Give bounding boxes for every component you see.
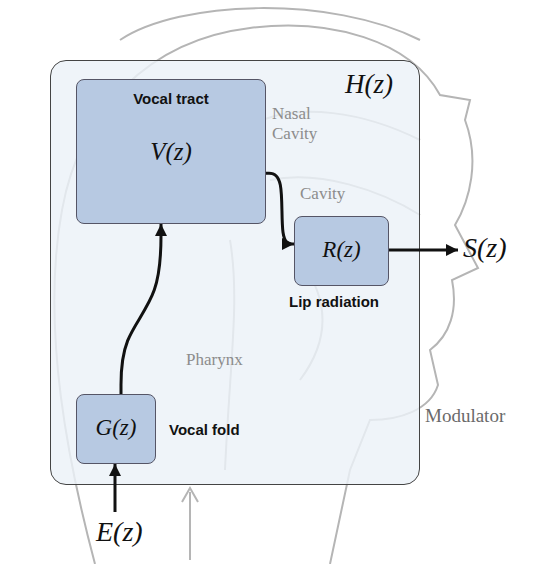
input-arrow (114, 464, 117, 512)
box-caption: Vocal fold (169, 421, 240, 438)
connector-arrow (266, 173, 294, 244)
signal-name: E(z) (96, 516, 143, 548)
airflow-head (182, 488, 198, 502)
process-box: R(z)Lip radiation (294, 216, 389, 286)
anatomy-label: Cavity (300, 184, 345, 204)
process-box: G(z)Vocal fold (76, 394, 156, 464)
transfer-function: R(z) (295, 237, 388, 263)
system-box: H(z)Vocal tractV(z)R(z)Lip radiationG(z)… (50, 60, 420, 485)
transfer-function: G(z) (77, 415, 155, 441)
box-caption: Lip radiation (289, 293, 379, 310)
output-arrow (389, 249, 458, 252)
anatomy-label: Modulator (425, 405, 505, 427)
transfer-function: V(z) (77, 138, 265, 167)
anatomy-label: Pharynx (186, 350, 243, 370)
airflow-line (189, 492, 191, 560)
box-heading: Vocal tract (77, 90, 265, 107)
cap-outline (120, 8, 420, 40)
connector-arrow (121, 224, 161, 394)
anatomy-label: Nasal Cavity (272, 104, 342, 143)
system-label: H(z) (345, 69, 393, 100)
process-box: Vocal tractV(z) (76, 79, 266, 224)
signal-name: S(z) (463, 232, 507, 264)
